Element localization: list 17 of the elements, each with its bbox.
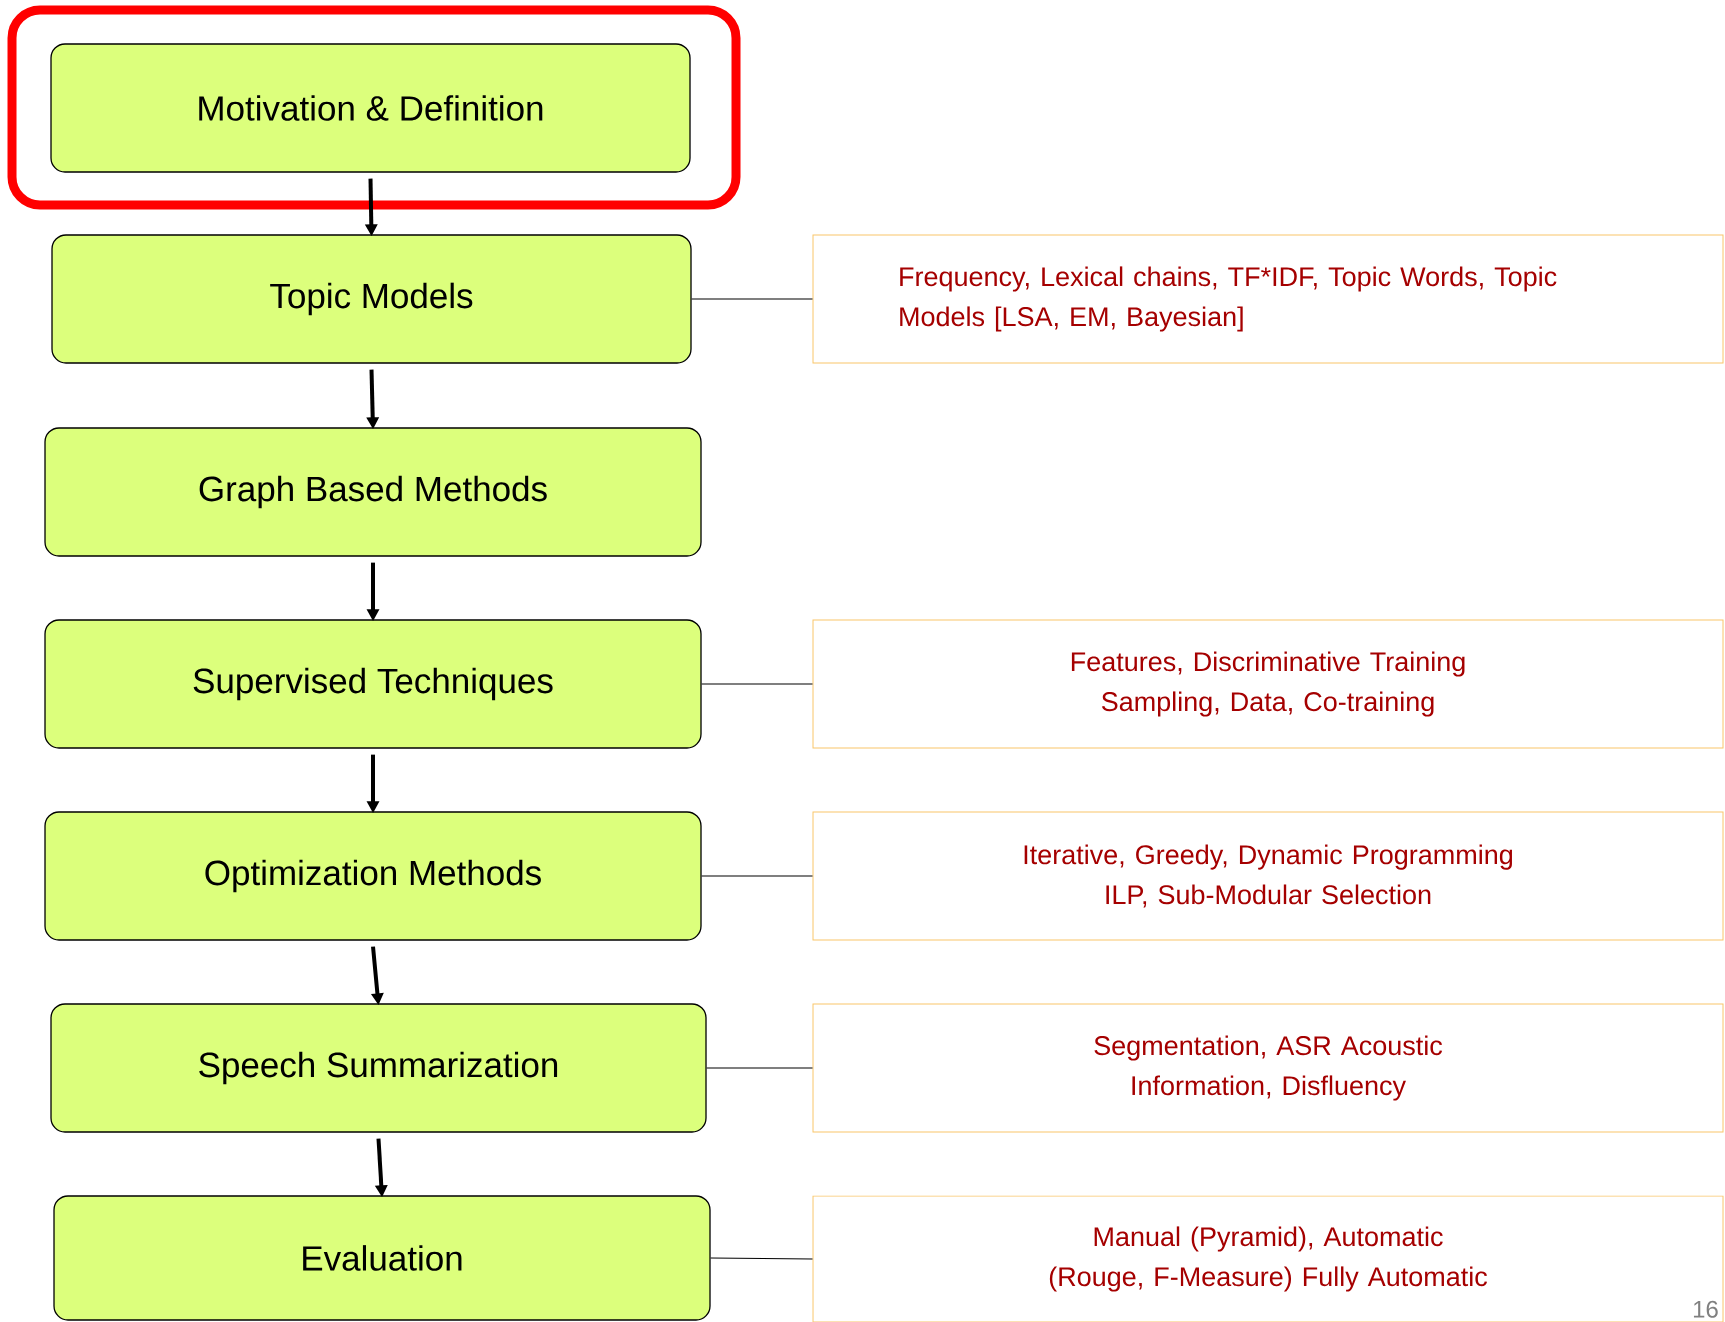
page-number: 16 (1690, 1298, 1721, 1320)
connector-line (701, 683, 813, 685)
topic-box: Speech Summarization (50, 1003, 707, 1133)
detail-box: Iterative, Greedy, Dynamic Programming ILP, Sub-Modular Selection (812, 811, 1724, 941)
connector-line (691, 298, 813, 300)
topic-box: Graph Based Methods (44, 427, 702, 557)
topic-box: Supervised Techniques (44, 619, 702, 749)
connector-line (710, 1257, 813, 1260)
topic-box: Optimization Methods (44, 811, 702, 941)
topic-box: Topic Models (51, 234, 692, 364)
topic-box: Evaluation (53, 1195, 711, 1321)
connector-line (701, 875, 813, 877)
detail-box: Segmentation, ASR Acoustic Information, Disfluency (812, 1003, 1724, 1133)
topic-box: Motivation & Definition (50, 43, 691, 173)
detail-box: Features, Discriminative Training Sampling, Data, Co-training (812, 619, 1724, 749)
connector-line (706, 1067, 813, 1069)
detail-box: Frequency, Lexical chains, TF*IDF, Topic Words, Topic Models [LSA, EM, Bayesian] (812, 234, 1724, 364)
